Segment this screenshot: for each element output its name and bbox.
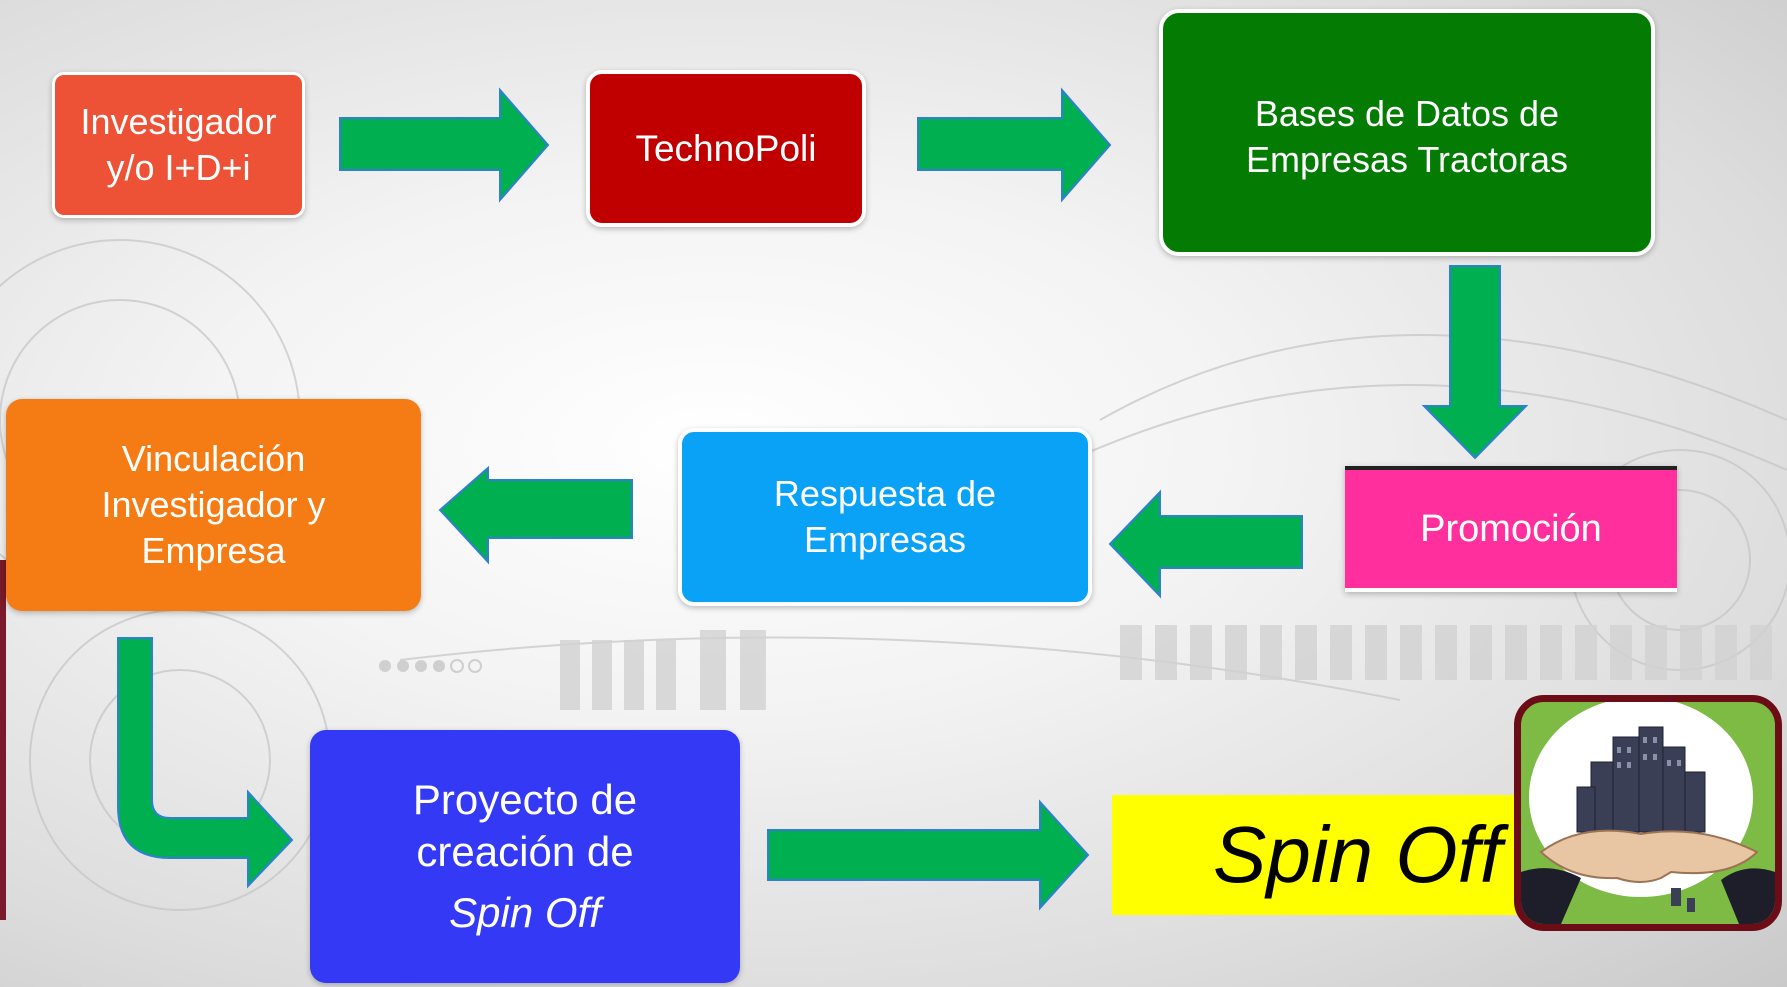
- proyecto-line3: Spin Off: [449, 888, 601, 936]
- respuesta-line2: Empresas: [803, 519, 967, 560]
- arrow-proyecto-to-spinoff: [767, 799, 1090, 911]
- node-respuesta-empresas: Respuesta de Empresas: [678, 428, 1092, 606]
- bases-line1: Bases de Datos de: [1254, 93, 1560, 134]
- investigador-line1: Investigador: [80, 100, 277, 142]
- promocion-label: Promoción: [1420, 507, 1602, 550]
- arrow-respuesta-to-vinculacion: [438, 465, 633, 565]
- proyecto-line2: creación de: [416, 828, 634, 876]
- spinoff-label: Spin Off: [1212, 809, 1502, 899]
- vinculacion-line2: Investigador y: [101, 483, 326, 525]
- node-technopoli: TechnoPoli: [586, 70, 866, 227]
- respuesta-line1: Respuesta de: [773, 472, 997, 514]
- arrow-technopoli-to-bases: [917, 87, 1112, 203]
- investigador-line2: y/o I+D+i: [106, 147, 251, 188]
- technopoli-label: TechnoPoli: [635, 127, 817, 169]
- node-proyecto-spin-off: Proyecto de creación de Spin Off: [310, 730, 740, 983]
- node-promocion: Promoción: [1345, 466, 1677, 592]
- node-investigador: Investigador y/o I+D+i: [52, 72, 305, 218]
- arrow-promocion-to-respuesta: [1108, 489, 1303, 599]
- hands-holding-city-icon: [1514, 695, 1782, 931]
- proyecto-line1: Proyecto de: [412, 775, 638, 823]
- node-vinculacion: Vinculación Investigador y Empresa: [6, 399, 421, 611]
- node-bases-de-datos: Bases de Datos de Empresas Tractoras: [1159, 9, 1655, 256]
- arrow-investigador-to-technopoli: [339, 87, 550, 203]
- bases-line2: Empresas Tractoras: [1245, 139, 1569, 181]
- arrow-bases-to-promocion: [1421, 265, 1529, 460]
- vinculacion-line3: Empresa: [141, 530, 286, 572]
- arrow-vinculacion-to-proyecto: [117, 637, 294, 889]
- node-spin-off: Spin Off: [1112, 795, 1542, 915]
- vinculacion-line1: Vinculación: [121, 437, 306, 479]
